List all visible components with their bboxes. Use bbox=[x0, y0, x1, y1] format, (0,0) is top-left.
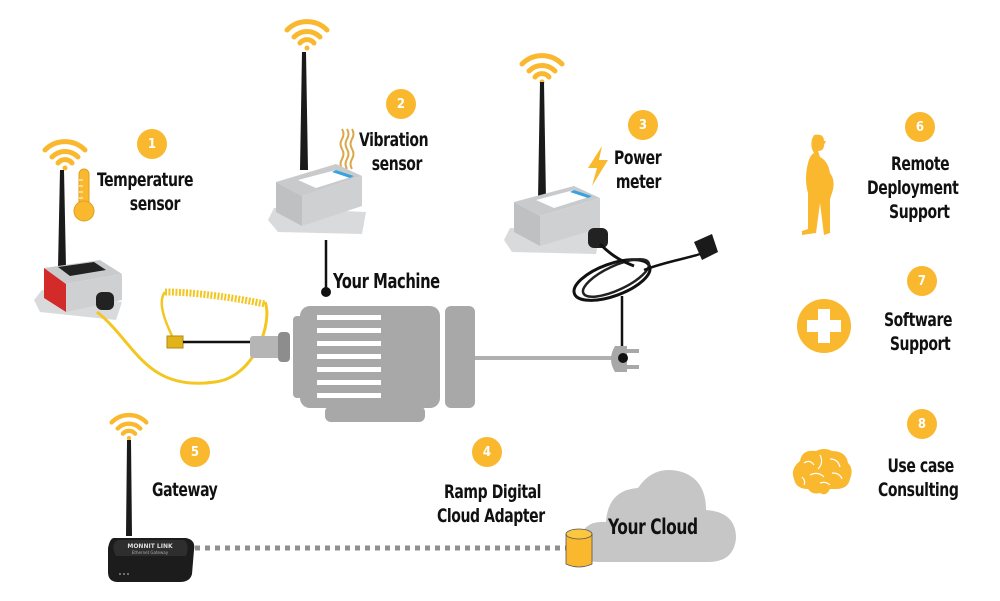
gateway-device: MONNIT LINK Ethernet Gateway bbox=[108, 440, 195, 582]
step-badge-6: 6 bbox=[905, 112, 935, 142]
database-cylinder-icon bbox=[565, 528, 593, 568]
step-badge-7: 7 bbox=[907, 266, 937, 296]
wifi-icon bbox=[109, 412, 149, 441]
vibration-waves-icon bbox=[339, 128, 355, 170]
power-meter-label: Power meter bbox=[614, 147, 662, 193]
cloud-label: Your Cloud bbox=[608, 515, 698, 539]
power-meter-device bbox=[504, 82, 718, 350]
remote-deployment-label: Remote Deployment Support bbox=[867, 153, 959, 223]
temperature-sensor-label: Temperature sensor bbox=[97, 169, 194, 215]
machine-label: Your Machine bbox=[333, 269, 440, 293]
step-badge-8: 8 bbox=[907, 409, 937, 439]
lightning-bolt-icon bbox=[588, 146, 608, 186]
use-case-consulting-label: Use case Consulting bbox=[878, 455, 959, 501]
step-badge-4: 4 bbox=[472, 437, 502, 467]
machine-motor-icon bbox=[250, 306, 639, 422]
vibration-sensor-label: Vibration sensor bbox=[359, 129, 429, 175]
medical-cross-icon bbox=[797, 299, 851, 353]
brain-icon bbox=[792, 449, 852, 495]
gateway-brand: MONNIT LINK bbox=[127, 543, 173, 550]
step-badge-5: 5 bbox=[180, 437, 210, 467]
gateway-subtitle: Ethernet Gateway bbox=[132, 550, 169, 555]
gateway-label: Gateway bbox=[152, 479, 218, 501]
step-badge-3: 3 bbox=[628, 110, 658, 140]
temperature-sensor-device bbox=[34, 170, 122, 320]
software-support-label: Software Support bbox=[884, 309, 953, 355]
cloud-icon bbox=[579, 470, 736, 562]
step-badge-1: 1 bbox=[137, 129, 167, 159]
vibration-connector-line bbox=[321, 240, 331, 297]
cloud-adapter-label: Ramp Digital Cloud Adapter bbox=[437, 481, 545, 527]
worker-silhouette-icon bbox=[802, 134, 834, 235]
wifi-icon bbox=[42, 139, 88, 171]
thermometer-icon bbox=[73, 168, 95, 222]
wifi-icon bbox=[284, 19, 330, 51]
step-badge-2: 2 bbox=[386, 89, 416, 119]
vibration-sensor-device bbox=[268, 52, 366, 234]
gateway-to-cloud-connection bbox=[195, 545, 573, 551]
wifi-icon bbox=[519, 53, 565, 85]
